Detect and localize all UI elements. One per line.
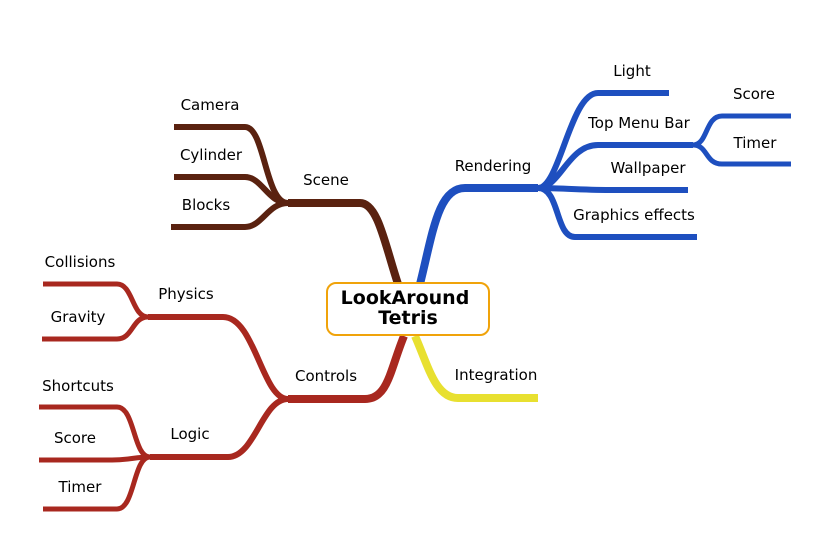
- physics-child-collisions[interactable]: Collisions: [45, 253, 116, 271]
- scene-link-blocks: [171, 200, 289, 230]
- root-title-line-1: LookAround: [341, 287, 470, 309]
- logic-link-timer: [43, 454, 151, 512]
- scene-child-cylinder[interactable]: Cylinder: [180, 146, 243, 164]
- controls-node-label[interactable]: Controls: [295, 367, 357, 385]
- scene-child-blocks[interactable]: Blocks: [182, 196, 231, 214]
- logic-child-shortcuts[interactable]: Shortcuts: [42, 377, 114, 395]
- rendering-child-wallpaper[interactable]: Wallpaper: [610, 159, 686, 177]
- menu-bar-child-timer[interactable]: Timer: [733, 134, 778, 152]
- root-node-box: [326, 282, 490, 336]
- controls-link-physics: [148, 314, 289, 402]
- rendering-child-top-menu-bar[interactable]: Top Menu Bar: [587, 114, 691, 132]
- logic-link-score: [39, 454, 151, 463]
- rendering-link-wallpaper: [537, 185, 688, 193]
- integration-node-label[interactable]: Integration: [455, 366, 538, 384]
- scene-node-label[interactable]: Scene: [303, 171, 349, 189]
- integration-trunk: [411, 334, 538, 402]
- controls-link-logic: [150, 396, 289, 460]
- root-node[interactable]: LookAround Tetris: [326, 282, 490, 336]
- physics-node-label[interactable]: Physics: [158, 285, 214, 303]
- controls-branch: [39, 281, 408, 512]
- root-title-line-2: Tetris: [378, 307, 438, 329]
- scene-branch: [171, 124, 402, 286]
- logic-child-timer[interactable]: Timer: [58, 478, 103, 496]
- rendering-branch: [416, 90, 791, 285]
- physics-child-gravity[interactable]: Gravity: [51, 308, 106, 326]
- integration-branch: [411, 334, 538, 402]
- scene-child-camera[interactable]: Camera: [181, 96, 240, 114]
- menu-bar-child-score[interactable]: Score: [733, 85, 775, 103]
- rendering-child-light[interactable]: Light: [613, 62, 651, 80]
- physics-link-gravity: [42, 314, 149, 342]
- rendering-node-label[interactable]: Rendering: [455, 157, 532, 175]
- rendering-link-graphics-effects: [537, 185, 697, 240]
- logic-node-label[interactable]: Logic: [170, 425, 209, 443]
- controls-trunk: [288, 334, 408, 403]
- menu-bar-link-timer: [692, 142, 791, 167]
- rendering-trunk: [416, 184, 538, 285]
- logic-child-score[interactable]: Score: [54, 429, 96, 447]
- scene-trunk: [288, 199, 402, 286]
- rendering-child-graphics-effects[interactable]: Graphics effects: [573, 206, 695, 224]
